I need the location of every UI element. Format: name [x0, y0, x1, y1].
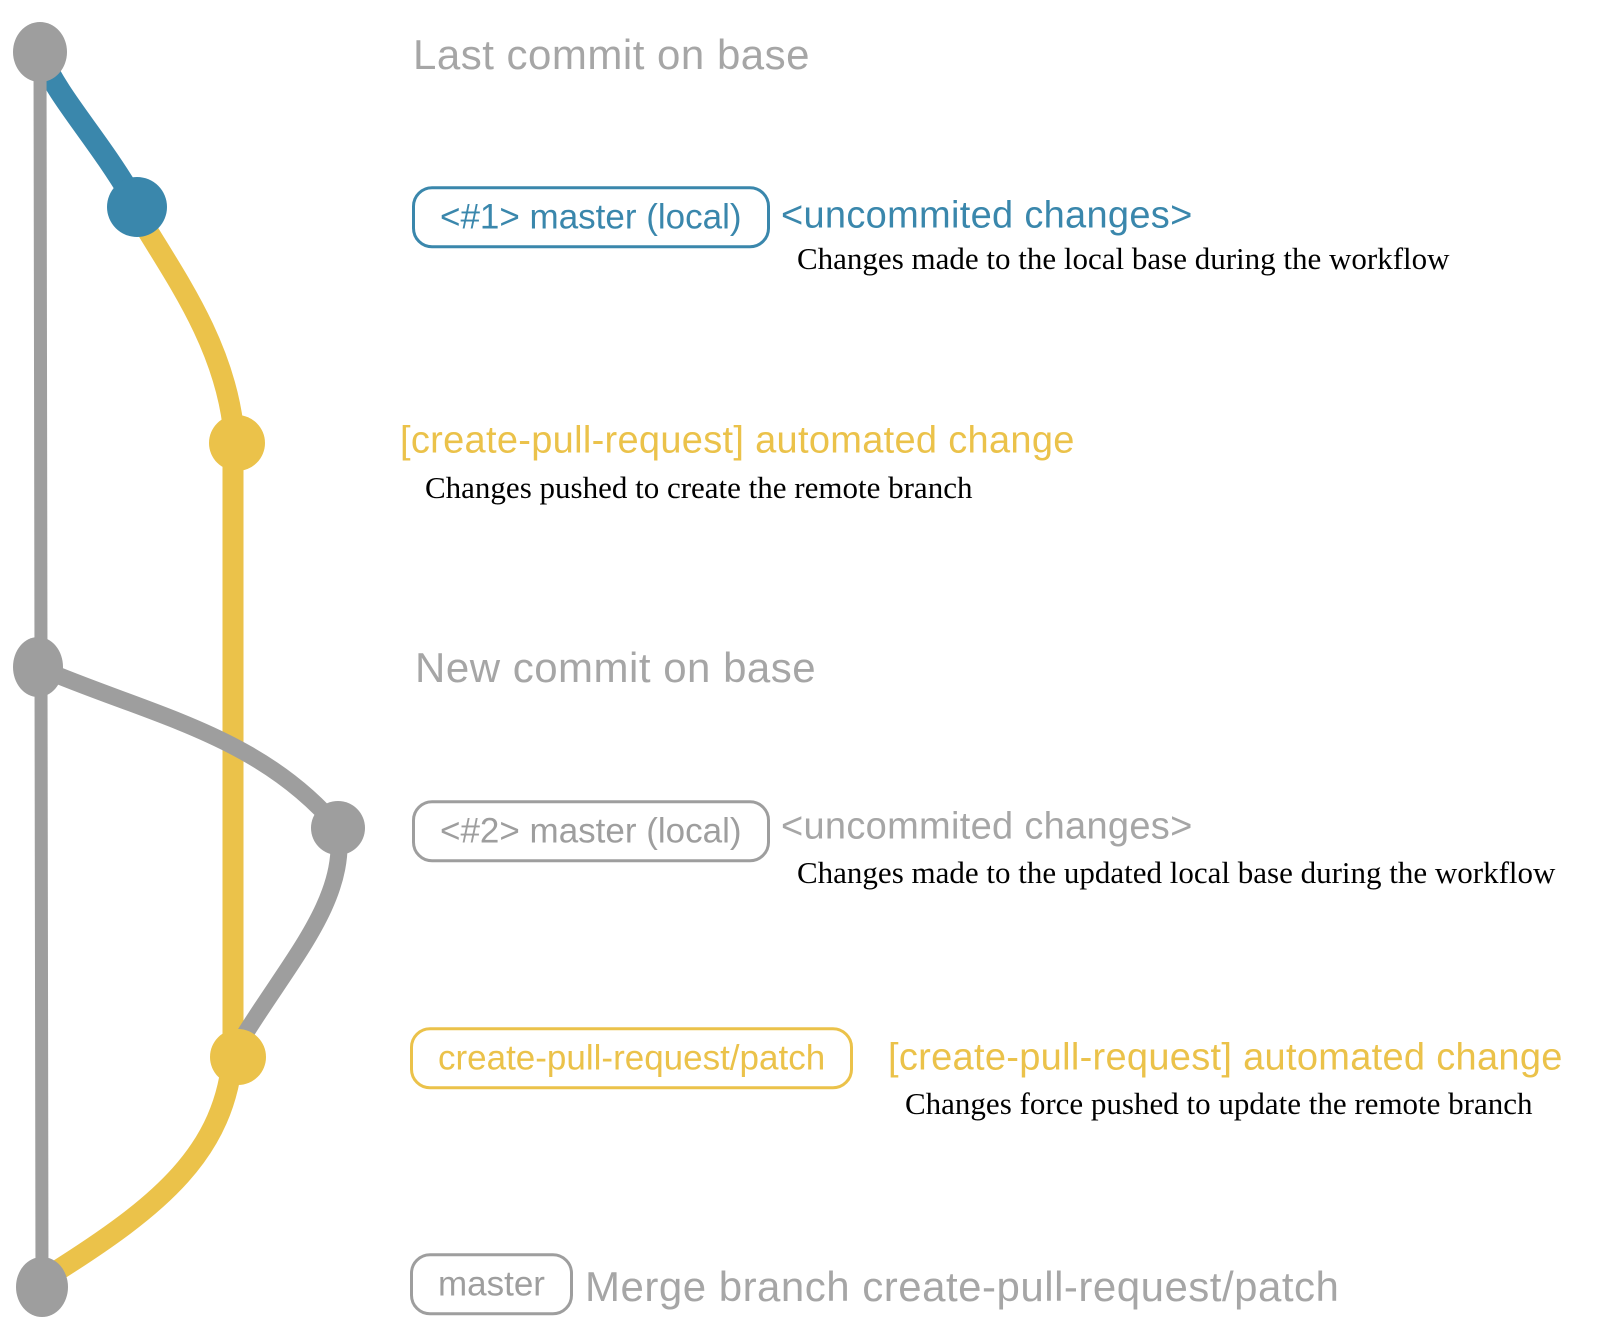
commit-node-local-master-1 — [107, 177, 167, 237]
commit-title-automated-change-2: [create-pull-request] automated change — [888, 1036, 1563, 1079]
commit-description-3: Changes made to the updated local base d… — [797, 855, 1556, 890]
commit-title-automated-change-1: [create-pull-request] automated change — [400, 419, 1075, 462]
commit-node-last-commit-on-base — [13, 22, 67, 82]
branch-badge-create-pull-request-patch: create-pull-request/patch — [410, 1027, 854, 1089]
commit-node-new-commit-on-base — [13, 637, 63, 697]
commit-node-remote-patch-2 — [210, 1029, 266, 1085]
label-merge-branch: Merge branch create-pull-request/patch — [585, 1263, 1340, 1310]
commit-title-uncommited-changes-1: <uncommited changes> — [781, 194, 1193, 237]
local-branch-line-2a — [31, 659, 347, 837]
commit-description-1: Changes made to the local base during th… — [797, 241, 1450, 276]
branch-badge-master-local-2: <#2> master (local) — [412, 800, 770, 862]
branch-badge-master: master — [410, 1253, 573, 1315]
label-new-commit-on-base: New commit on base — [415, 644, 817, 691]
label-last-commit-on-base: Last commit on base — [413, 31, 811, 78]
local-branch-line-2b — [231, 819, 348, 1051]
badge-wrap-4: master — [410, 1253, 573, 1315]
remote-branch-line — [41, 202, 244, 1285]
commit-node-local-master-2 — [311, 801, 365, 855]
commit-description-2: Changes pushed to create the remote bran… — [425, 470, 973, 505]
badge-wrap-2: <#2> master (local) — [412, 800, 770, 862]
commit-title-uncommited-changes-2: <uncommited changes> — [781, 805, 1193, 848]
git-graph — [13, 22, 365, 1317]
commit-node-merge-commit — [16, 1257, 68, 1317]
branch-badge-master-local-1: <#1> master (local) — [412, 186, 770, 248]
badge-wrap-3: create-pull-request/patch — [410, 1027, 854, 1089]
badge-wrap-1: <#1> master (local) — [412, 186, 770, 248]
commit-node-remote-patch-1 — [209, 415, 265, 471]
commit-description-4: Changes force pushed to update the remot… — [905, 1086, 1533, 1121]
